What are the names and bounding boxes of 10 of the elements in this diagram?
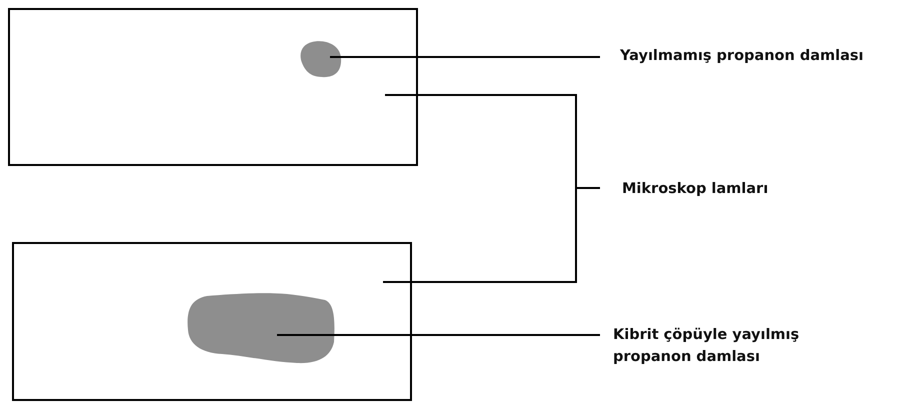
leader-line <box>383 187 600 283</box>
callout-label: Mikroskop lamları <box>622 178 842 202</box>
microscope-slide <box>12 242 412 401</box>
liquid-drop <box>300 40 342 78</box>
callout-label: Kibrit çöpüyle yayılmış propanon damlası <box>613 324 873 372</box>
leader-line <box>330 56 600 58</box>
liquid-drop <box>187 292 335 364</box>
callout-label: Yayılmamış propanon damlası <box>620 45 905 69</box>
leader-line <box>277 334 600 336</box>
microscope-slide <box>8 8 418 166</box>
